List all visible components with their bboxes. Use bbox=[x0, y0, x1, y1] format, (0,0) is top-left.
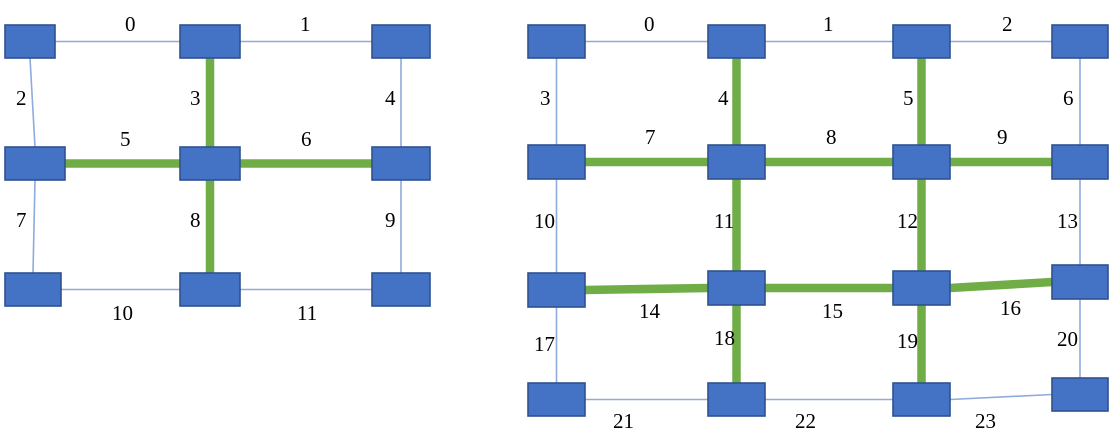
graph-edge-14 bbox=[584, 283, 709, 295]
graph-node[interactable] bbox=[371, 146, 431, 181]
edge-label-8: 8 bbox=[826, 125, 837, 149]
edge-label-7: 7 bbox=[16, 208, 27, 232]
edge-label-20: 20 bbox=[1057, 327, 1078, 351]
graph-node[interactable] bbox=[4, 24, 56, 59]
edge-label-21: 21 bbox=[613, 409, 634, 433]
edge-label-2: 2 bbox=[1002, 12, 1013, 36]
edge-label-3: 3 bbox=[540, 86, 551, 110]
graph-node[interactable] bbox=[1051, 264, 1109, 300]
edge-label-17: 17 bbox=[534, 332, 555, 356]
edge-label-8: 8 bbox=[190, 208, 201, 232]
graph-node[interactable] bbox=[179, 272, 241, 307]
graph-node[interactable] bbox=[892, 270, 951, 306]
graph-node[interactable] bbox=[892, 24, 951, 59]
graph-node[interactable] bbox=[1051, 24, 1109, 59]
graph-edge-7 bbox=[32, 179, 36, 274]
edge-label-6: 6 bbox=[301, 127, 312, 151]
graph-node[interactable] bbox=[4, 272, 62, 307]
edge-label-12: 12 bbox=[897, 209, 918, 233]
graph-node[interactable] bbox=[527, 272, 586, 308]
graph-node[interactable] bbox=[179, 146, 241, 181]
graph-node[interactable] bbox=[527, 382, 586, 417]
edge-label-18: 18 bbox=[714, 326, 735, 350]
highlighted-edges-group bbox=[65, 58, 1053, 383]
graph-node[interactable] bbox=[179, 24, 241, 59]
edge-label-22: 22 bbox=[795, 409, 816, 433]
edge-label-10: 10 bbox=[112, 301, 133, 325]
graph-node[interactable] bbox=[892, 144, 951, 180]
graph-node[interactable] bbox=[371, 24, 431, 59]
edge-label-3: 3 bbox=[190, 86, 201, 110]
edge-label-13: 13 bbox=[1057, 209, 1078, 233]
edge-label-23: 23 bbox=[975, 409, 996, 433]
plain-edges-group bbox=[29, 40, 1081, 401]
graph-node[interactable] bbox=[527, 24, 586, 59]
edge-label-4: 4 bbox=[718, 86, 729, 110]
graph-node[interactable] bbox=[707, 270, 766, 306]
graph-node[interactable] bbox=[371, 272, 431, 307]
edge-label-7: 7 bbox=[645, 125, 656, 149]
graph-edge-2 bbox=[29, 57, 36, 148]
graph-node[interactable] bbox=[1051, 144, 1109, 180]
graph-node[interactable] bbox=[707, 24, 766, 59]
edge-label-14: 14 bbox=[639, 299, 660, 323]
graph-edge-16 bbox=[949, 277, 1053, 293]
edge-label-5: 5 bbox=[903, 86, 914, 110]
edge-label-1: 1 bbox=[823, 12, 834, 36]
edge-label-0: 0 bbox=[125, 12, 136, 36]
graph-node[interactable] bbox=[1051, 377, 1109, 412]
graph-node[interactable] bbox=[892, 382, 951, 417]
edge-label-5: 5 bbox=[120, 127, 131, 151]
graph-edge-23 bbox=[949, 393, 1053, 401]
edge-label-2: 2 bbox=[16, 86, 27, 110]
edge-label-10: 10 bbox=[534, 209, 555, 233]
edge-label-9: 9 bbox=[385, 208, 396, 232]
edge-label-0: 0 bbox=[644, 12, 655, 36]
edge-label-11: 11 bbox=[714, 209, 735, 233]
graph-node[interactable] bbox=[527, 144, 586, 180]
edge-label-15: 15 bbox=[822, 299, 843, 323]
edge-label-11: 11 bbox=[297, 301, 318, 325]
graph-node[interactable] bbox=[707, 382, 766, 417]
edge-label-1: 1 bbox=[300, 12, 311, 36]
edge-label-4: 4 bbox=[385, 86, 396, 110]
edge-label-16: 16 bbox=[1000, 296, 1021, 320]
graph-node[interactable] bbox=[707, 144, 766, 180]
edge-label-9: 9 bbox=[997, 125, 1008, 149]
edge-label-6: 6 bbox=[1063, 86, 1074, 110]
edge-label-19: 19 bbox=[897, 329, 918, 353]
graph-node[interactable] bbox=[4, 146, 66, 181]
nodes-group bbox=[4, 24, 1109, 417]
